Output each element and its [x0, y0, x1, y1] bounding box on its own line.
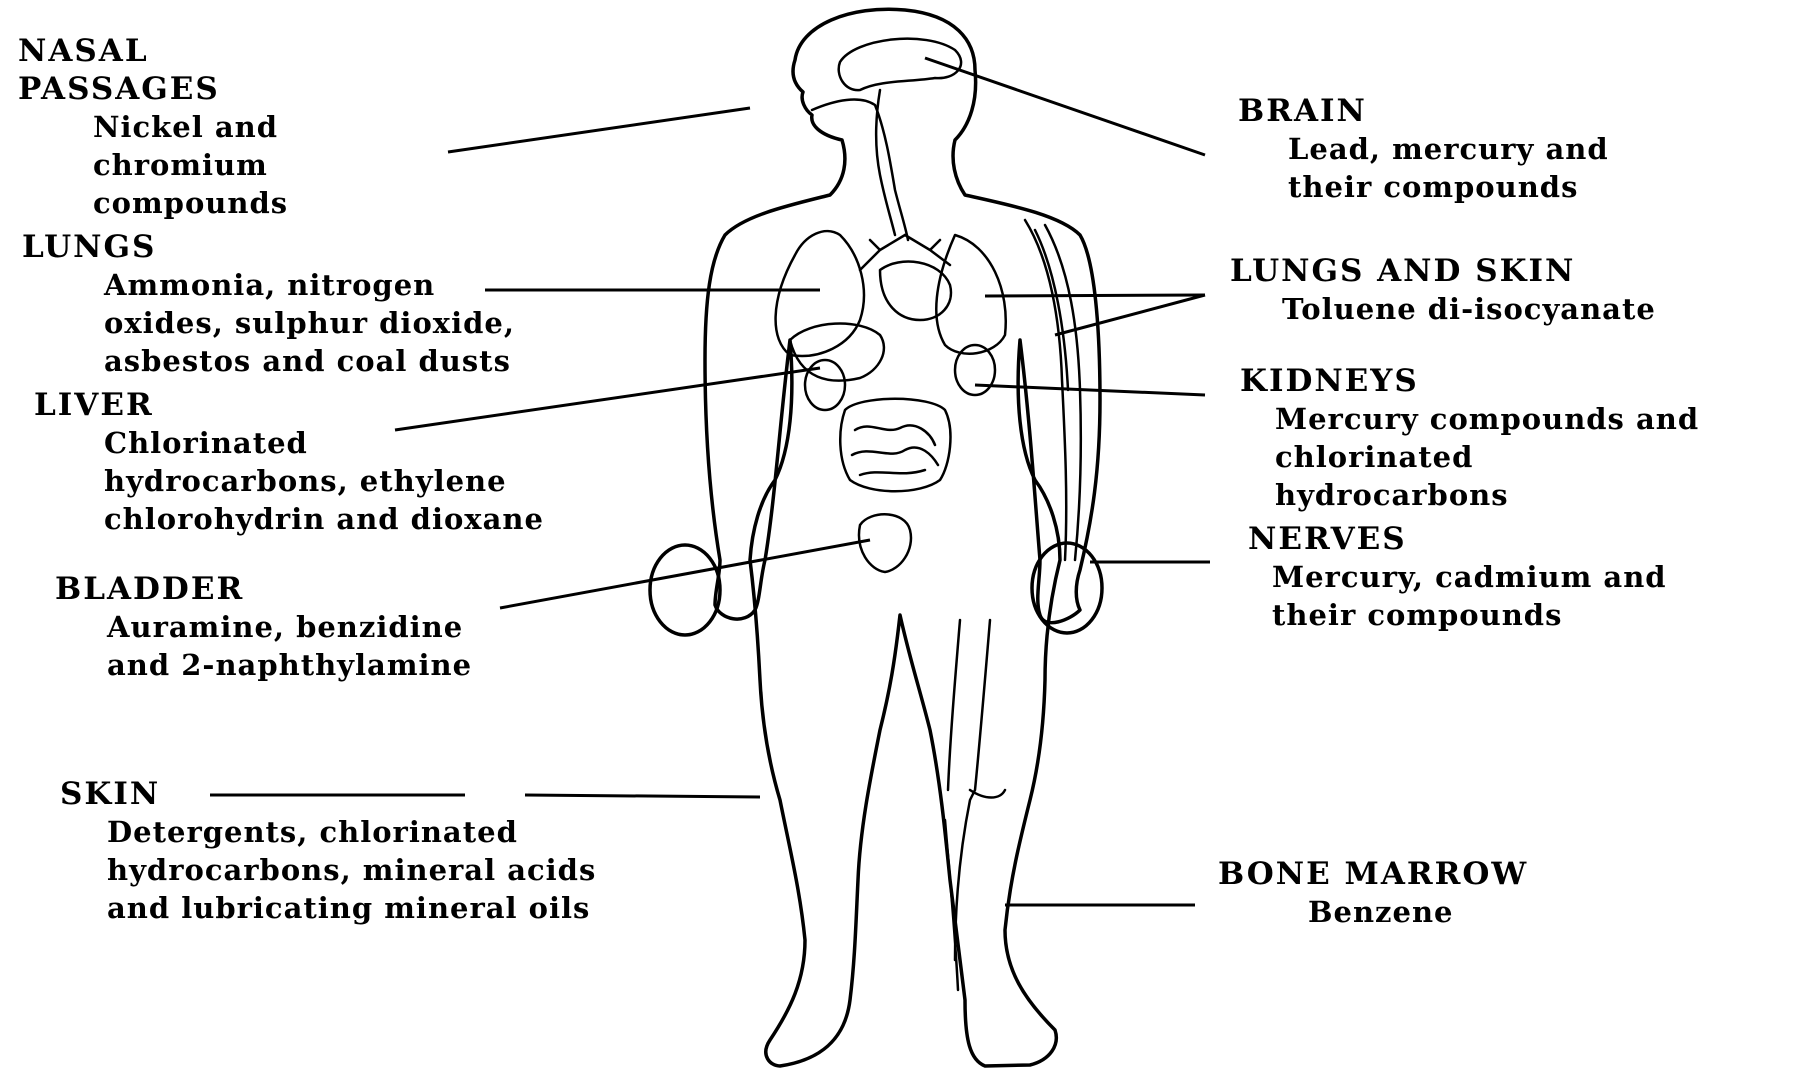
kidneys-line-3: hydrocarbons — [1275, 476, 1699, 514]
nerves-line-2: their compounds — [1272, 596, 1667, 634]
lungs-skin-heading: LUNGS AND SKIN — [1230, 252, 1656, 290]
liver-shape — [790, 324, 884, 381]
nasal-line-1: Nickel and — [93, 108, 288, 146]
bone-marrow-heading: BONE MARROW — [1218, 855, 1528, 893]
liver-line-2: hydrocarbons, ethylene — [104, 462, 544, 500]
skin-line-3: and lubricating mineral oils — [107, 889, 596, 927]
leader-lungs-skin-a — [985, 295, 1205, 296]
nasal-heading-2: PASSAGES — [18, 70, 288, 108]
bladder-line-1: Auramine, benzidine — [107, 608, 472, 646]
kidneys-line-1: Mercury compounds and — [1275, 400, 1699, 438]
nasal-heading-1: NASAL — [18, 32, 288, 70]
label-brain: BRAIN Lead, mercury and their compounds — [1238, 92, 1609, 206]
label-lungs: LUNGS Ammonia, nitrogen oxides, sulphur … — [22, 228, 515, 380]
airway-inner — [876, 90, 895, 235]
kidneys-heading: KIDNEYS — [1240, 362, 1699, 400]
nasal-line-3: compounds — [93, 184, 288, 222]
label-lungs-and-skin: LUNGS AND SKIN Toluene di-isocyanate — [1230, 252, 1656, 328]
liver-heading: LIVER — [34, 386, 544, 424]
nerves-heading: NERVES — [1248, 520, 1667, 558]
brain-line-1: Lead, mercury and — [1288, 130, 1609, 168]
skin-heading: SKIN — [60, 775, 596, 813]
label-nasal-passages: NASAL PASSAGES Nickel and chromium compo… — [18, 32, 288, 222]
leader-lungs-skin-b — [1055, 295, 1205, 335]
kidneys-line-2: chlorinated — [1275, 438, 1699, 476]
leader-nasal — [448, 108, 750, 152]
left-lung — [776, 231, 864, 356]
bladder-heading: BLADDER — [55, 570, 472, 608]
leader-brain — [925, 58, 1205, 155]
kidney-left — [805, 360, 845, 410]
label-skin: SKIN Detergents, chlorinated hydrocarbon… — [60, 775, 596, 927]
label-bone-marrow: BONE MARROW Benzene — [1218, 855, 1528, 931]
body-figure — [650, 9, 1102, 1066]
label-nerves: NERVES Mercury, cadmium and their compou… — [1248, 520, 1667, 634]
leader-bladder — [500, 540, 870, 608]
lungs-line-1: Ammonia, nitrogen — [104, 266, 515, 304]
body-outline — [705, 9, 1100, 1066]
nasal-line-2: chromium — [93, 146, 288, 184]
liver-line-1: Chlorinated — [104, 424, 544, 462]
label-kidneys: KIDNEYS Mercury compounds and chlorinate… — [1240, 362, 1699, 514]
label-bladder: BLADDER Auramine, benzidine and 2-naphth… — [55, 570, 472, 684]
lungs-line-3: asbestos and coal dusts — [104, 342, 515, 380]
bone-marrow-line-1: Benzene — [1308, 893, 1528, 931]
bladder-line-2: and 2-naphthylamine — [107, 646, 472, 684]
nerves-line-1: Mercury, cadmium and — [1272, 558, 1667, 596]
liver-line-3: chlorohydrin and dioxane — [104, 500, 544, 538]
bladder-shape — [859, 514, 911, 572]
lungs-skin-line-1: Toluene di-isocyanate — [1282, 290, 1656, 328]
label-liver: LIVER Chlorinated hydrocarbons, ethylene… — [34, 386, 544, 538]
brain-line-2: their compounds — [1288, 168, 1609, 206]
heart — [880, 262, 951, 320]
leader-kidneys — [975, 385, 1205, 395]
bronchi — [860, 235, 950, 270]
right-lung — [936, 235, 1005, 354]
lungs-line-2: oxides, sulphur dioxide, — [104, 304, 515, 342]
intestine-coils — [852, 425, 938, 475]
skin-line-2: hydrocarbons, mineral acids — [107, 851, 596, 889]
airway — [812, 100, 908, 240]
lungs-heading: LUNGS — [22, 228, 515, 266]
brain-heading: BRAIN — [1238, 92, 1609, 130]
leg-bones — [945, 620, 1005, 990]
skin-line-1: Detergents, chlorinated — [107, 813, 596, 851]
left-hand — [650, 545, 720, 635]
